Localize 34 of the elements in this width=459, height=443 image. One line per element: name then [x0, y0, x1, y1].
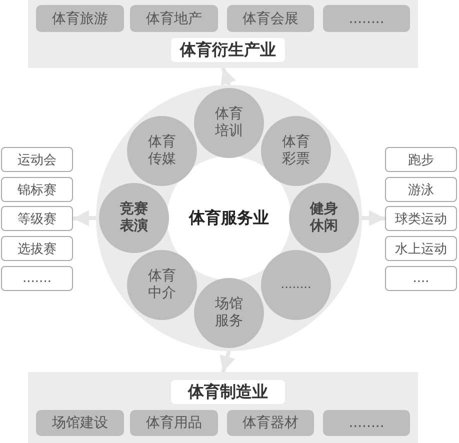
list-box: .......: [1, 266, 73, 291]
circle-node: 体育传媒: [127, 116, 197, 186]
item-box: 体育旅游: [36, 5, 124, 32]
arrow: [362, 210, 386, 226]
circle-node: 场馆服务: [194, 278, 264, 348]
circle-node: 健身休闲: [289, 183, 359, 253]
circle-node: 体育彩票: [261, 116, 331, 186]
list-box: 跑步: [385, 147, 457, 172]
list-box: 运动会: [1, 147, 73, 172]
panel-heading: 体育衍生产业: [171, 38, 285, 62]
list-box: 水上运动: [385, 236, 457, 261]
item-box: 体育器材: [227, 410, 314, 436]
arrow: [72, 210, 96, 226]
item-box: 体育用品: [130, 410, 218, 436]
list-box: 等级赛: [1, 206, 73, 231]
list-box: 选拔赛: [1, 236, 73, 261]
list-box: 锦标赛: [1, 177, 73, 202]
panel: [28, 0, 418, 68]
circle-node: 体育中介: [127, 250, 197, 320]
item-box: ........: [323, 5, 410, 32]
item-box: 场馆建设: [36, 410, 124, 436]
circle-node: 竞赛表演: [99, 183, 169, 253]
item-box: 体育地产: [130, 5, 218, 32]
list-box: 游泳: [385, 177, 457, 202]
arrow: [220, 67, 236, 86]
list-box: 球类运动: [385, 206, 457, 231]
arrow: [220, 350, 236, 373]
panel-heading: 体育制造业: [171, 380, 285, 404]
circle-node: ........: [261, 250, 331, 320]
item-box: 体育会展: [227, 5, 314, 32]
panel: [28, 372, 418, 443]
item-box: ........: [323, 410, 410, 436]
list-box: ....: [385, 266, 457, 291]
circle-node: 体育培训: [194, 88, 264, 158]
